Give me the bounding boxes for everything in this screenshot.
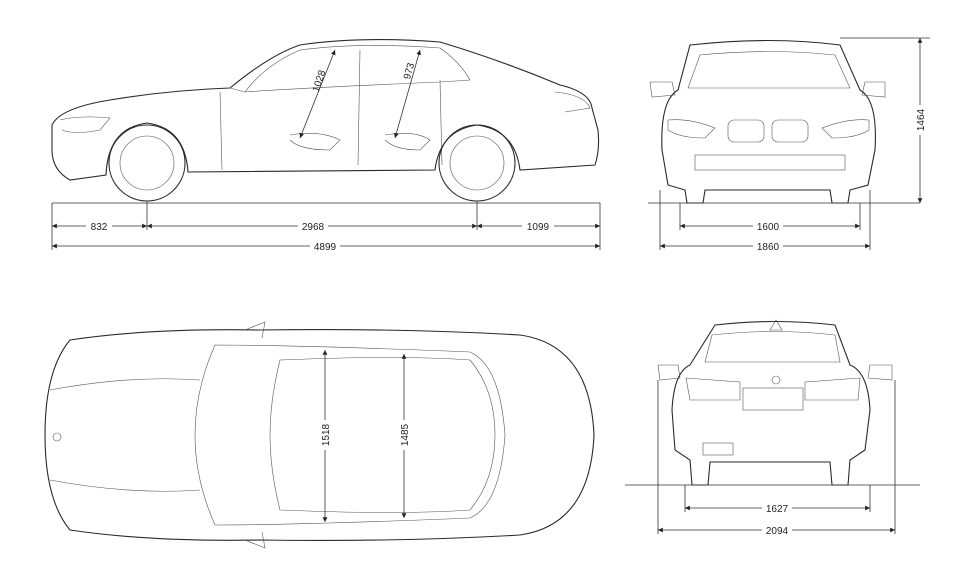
front-width-label: 1860: [757, 242, 780, 253]
overall-length-label: 4899: [314, 242, 337, 253]
rear-headroom-label: 973: [402, 61, 417, 80]
wheelbase-label: 2968: [302, 222, 325, 233]
rear-body-outline: [671, 320, 871, 486]
side-body-outline: [51, 39, 600, 181]
rear-wheel: [438, 124, 516, 202]
height-label: 1464: [916, 108, 927, 131]
side-view: 832 2968 1099 4899 1028 973: [51, 39, 601, 253]
width-with-mirrors-label: 2094: [766, 526, 789, 537]
rear-shoulder-width-label: 1485: [400, 423, 411, 446]
front-shoulder-width-label: 1518: [321, 423, 332, 446]
rear-track-label: 1627: [766, 504, 789, 515]
front-track-label: 1600: [757, 222, 780, 233]
rear-view: 1627 2094: [625, 319, 920, 537]
top-body-outline: [44, 329, 595, 541]
top-view: 1518 1485: [44, 321, 595, 549]
front-wheel: [108, 124, 186, 202]
front-overhang-label: 832: [91, 222, 108, 233]
front-headroom-label: 1028: [311, 69, 328, 94]
front-view: 1600 1860 1464: [648, 37, 930, 253]
rear-overhang-label: 1099: [527, 222, 550, 233]
front-body-outline: [661, 39, 876, 204]
